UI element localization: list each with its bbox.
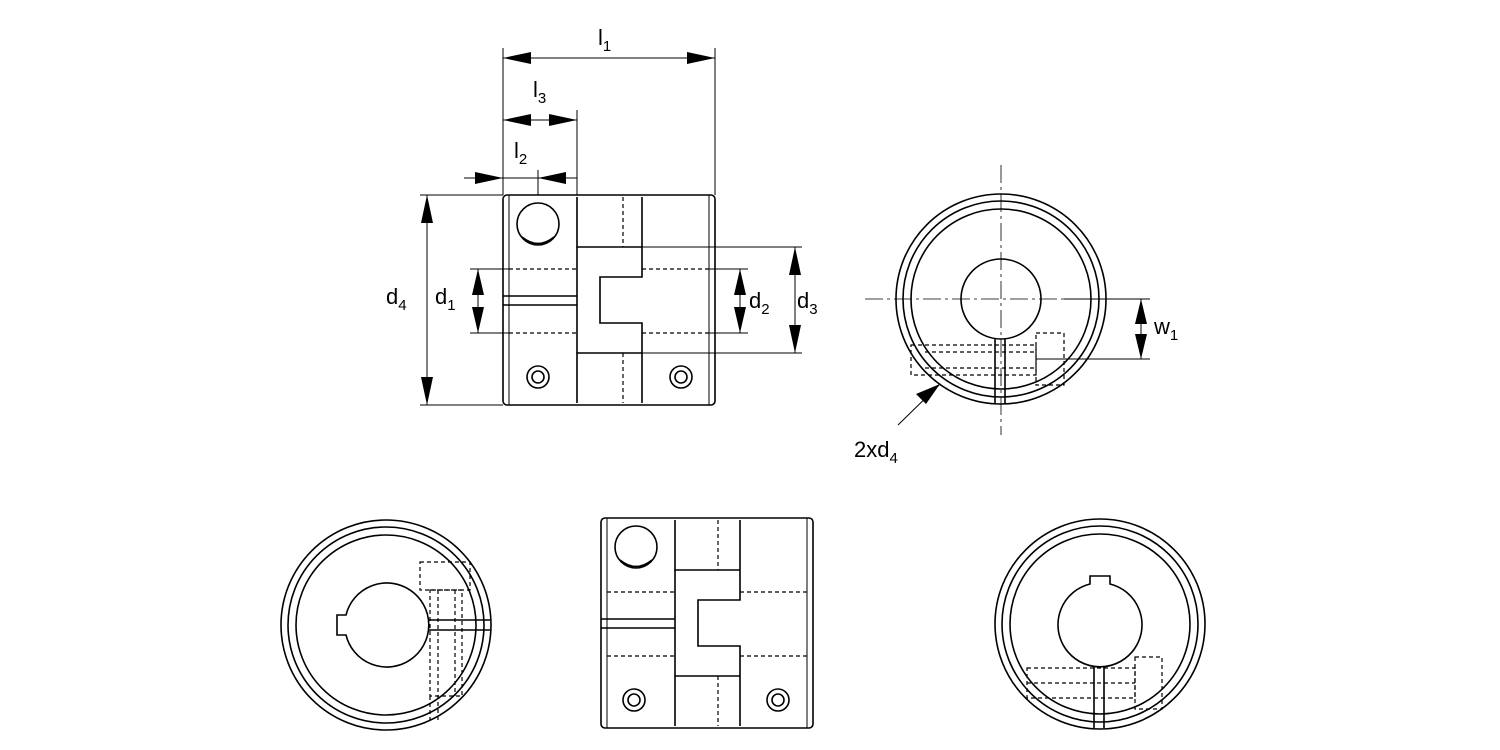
side-view-clamp — [865, 165, 1135, 435]
label-l2: l2 — [514, 138, 527, 168]
end-view-left — [280, 519, 492, 731]
front-body-outline — [502, 194, 716, 406]
label-l1: l1 — [598, 25, 611, 55]
dim-l1 — [502, 48, 716, 195]
end-view-right — [994, 518, 1206, 730]
label-d1: d1 — [435, 284, 456, 314]
label-d4: d4 — [386, 284, 407, 314]
label-l3: l3 — [533, 77, 546, 107]
dim-d3 — [642, 246, 802, 354]
label-d3: d3 — [797, 288, 818, 318]
leader-2xd4 — [897, 383, 941, 426]
label-2xd4: 2xd4 — [854, 437, 898, 467]
dim-d4 — [420, 194, 503, 406]
label-w1: w1 — [1153, 314, 1178, 344]
dim-d2 — [709, 268, 748, 334]
dim-l3 — [503, 110, 578, 195]
bore-circle — [960, 258, 1042, 340]
front-spider-profile — [576, 197, 643, 403]
dim-d1 — [470, 268, 509, 334]
front-view — [502, 194, 716, 406]
screw-hole — [516, 202, 560, 246]
front-view-rotated — [600, 517, 814, 729]
dim-l2 — [464, 170, 577, 195]
dim-w1 — [1036, 298, 1150, 360]
label-d2: d2 — [749, 288, 770, 318]
